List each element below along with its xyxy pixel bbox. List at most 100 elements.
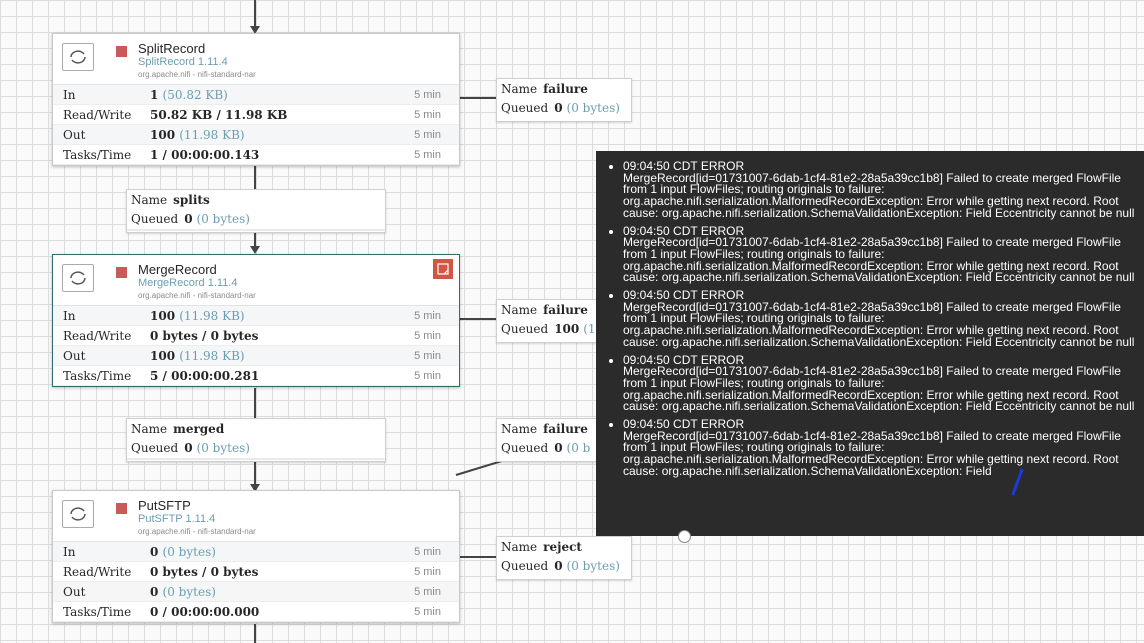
stat-label: Out [63, 348, 86, 363]
processor-header: PutSFTP PutSFTP 1.11.4 org.apache.nifi -… [53, 491, 459, 542]
queue-bar [127, 458, 385, 460]
stat-time: 5 min [414, 369, 441, 382]
bulletin-text: MergeRecord[id=01731007-6dab-1cf4-81e2-2… [623, 235, 1135, 285]
stat-tasks: Tasks/Time 5 / 00:00:00.281 5 min [53, 366, 459, 386]
queue-bar [127, 229, 385, 231]
processor-bundle: org.apache.nifi - nifi-standard-nar [138, 70, 256, 79]
connection-name: failure [543, 81, 588, 96]
connection-queued-label: Queued [501, 440, 549, 455]
stat-time: 5 min [414, 349, 441, 362]
stat-sub: (11.98 KB) [179, 348, 245, 363]
bulletin-item: 09:04:50 CDT ERRORMergeRecord[id=0173100… [623, 418, 1136, 478]
processor-type: SplitRecord 1.11.4 [138, 56, 228, 68]
stat-value: 50.82 KB / 11.98 KB [150, 107, 288, 122]
stat-sub: (11.98 KB) [179, 127, 245, 142]
connection-queued-sub: (1 [583, 321, 596, 336]
stat-label: Read/Write [63, 107, 132, 122]
connection-line [458, 97, 496, 99]
stat-readwrite: Read/Write 0 bytes / 0 bytes 5 min [53, 326, 459, 346]
arrow-head [250, 484, 260, 492]
stat-in: In 100 (11.98 KB) 5 min [53, 306, 459, 326]
stat-time: 5 min [414, 108, 441, 121]
connection-name-label: Name [501, 302, 538, 317]
stat-time: 5 min [414, 605, 441, 618]
connection-line [254, 624, 256, 643]
connection-queued-sub: (0 b [566, 440, 591, 455]
stat-time: 5 min [414, 128, 441, 141]
stat-value: 0 [150, 584, 159, 599]
bulletin-item: 09:04:50 CDT ERRORMergeRecord[id=0173100… [623, 160, 1136, 220]
connection-queued: 0 [184, 211, 193, 226]
processor-icon [62, 43, 94, 71]
processor-bundle: org.apache.nifi - nifi-standard-nar [138, 527, 256, 536]
connection-queued: 0 [554, 558, 563, 573]
stopped-icon [116, 503, 127, 514]
bulletin-item: 09:04:50 CDT ERRORMergeRecord[id=0173100… [623, 225, 1136, 285]
processor-splitrecord[interactable]: SplitRecord SplitRecord 1.11.4 org.apach… [52, 33, 460, 166]
connection-queued-sub: (0 bytes) [566, 558, 620, 573]
arrow-head [250, 246, 260, 254]
connection-line [458, 556, 496, 558]
bulletin-list: 09:04:50 CDT ERRORMergeRecord[id=0173100… [596, 151, 1144, 478]
connection-queued-label: Queued [501, 100, 549, 115]
stat-label: In [63, 87, 76, 102]
stat-label: Tasks/Time [63, 604, 132, 619]
stat-value: 100 [150, 127, 176, 142]
stat-time: 5 min [414, 585, 441, 598]
processor-name: MergeRecord [138, 262, 217, 277]
connection-name: reject [543, 539, 582, 554]
stat-tasks: Tasks/Time 1 / 00:00:00.143 5 min [53, 145, 459, 165]
connection-queued-label: Queued [501, 321, 549, 336]
connection-name: failure [543, 421, 588, 436]
processor-mergerecord[interactable]: MergeRecord MergeRecord 1.11.4 org.apach… [52, 254, 460, 387]
processor-name: PutSFTP [138, 498, 191, 513]
bulletin-item: 09:04:50 CDT ERRORMergeRecord[id=0173100… [623, 288, 1136, 349]
bulletin-tooltip: LogAttribute 1.11.4 09:04:50 CDT ERRORMe… [596, 151, 1144, 536]
stat-readwrite: Read/Write 50.82 KB / 11.98 KB 5 min [53, 105, 459, 125]
stat-out: Out 100 (11.98 KB) 5 min [53, 346, 459, 366]
arrow-head [250, 26, 260, 34]
stat-label: In [63, 308, 76, 323]
bulletin-text: MergeRecord[id=01731007-6dab-1cf4-81e2-2… [623, 299, 1135, 349]
stat-label: Read/Write [63, 328, 132, 343]
stat-value: 5 / 00:00:00.281 [150, 368, 260, 383]
processor-putsftp[interactable]: PutSFTP PutSFTP 1.11.4 org.apache.nifi -… [52, 490, 460, 623]
bulletin-text: MergeRecord[id=01731007-6dab-1cf4-81e2-2… [623, 428, 1121, 478]
stat-time: 5 min [414, 309, 441, 322]
stat-label: Out [63, 584, 86, 599]
stat-value: 1 [150, 87, 159, 102]
stat-time: 5 min [414, 565, 441, 578]
connection-label-failure[interactable]: Name failure Queued 100(1 [496, 299, 598, 343]
stat-label: In [63, 544, 76, 559]
connection-queued-sub: (0 bytes) [196, 211, 250, 226]
resize-handle[interactable] [678, 530, 691, 543]
connection-queued: 100 [554, 321, 580, 336]
stat-sub: (0 bytes) [162, 544, 216, 559]
stat-value: 100 [150, 308, 176, 323]
stat-value: 0 [150, 544, 159, 559]
connection-name-label: Name [501, 81, 538, 96]
bulletin-head: 09:04:50 CDT ERROR [623, 288, 745, 303]
bulletin-icon[interactable] [433, 259, 453, 279]
connection-queued-label: Queued [131, 211, 179, 226]
stat-value: 0 bytes / 0 bytes [150, 564, 259, 579]
bulletin-head: 09:04:50 CDT ERROR [623, 352, 745, 367]
bulletin-item: 09:04:50 CDT ERRORMergeRecord[id=0173100… [623, 352, 1136, 414]
connection-queued: 0 [554, 100, 563, 115]
connection-name: failure [543, 302, 588, 317]
connection-name: splits [173, 192, 210, 207]
connection-name-label: Name [131, 421, 168, 436]
connection-queued: 0 [554, 440, 563, 455]
connection-line [458, 318, 496, 320]
connection-queued: 0 [184, 440, 193, 455]
stat-value: 0 bytes / 0 bytes [150, 328, 259, 343]
processor-type: MergeRecord 1.11.4 [138, 277, 238, 289]
processor-icon [62, 264, 94, 292]
stat-time: 5 min [414, 545, 441, 558]
